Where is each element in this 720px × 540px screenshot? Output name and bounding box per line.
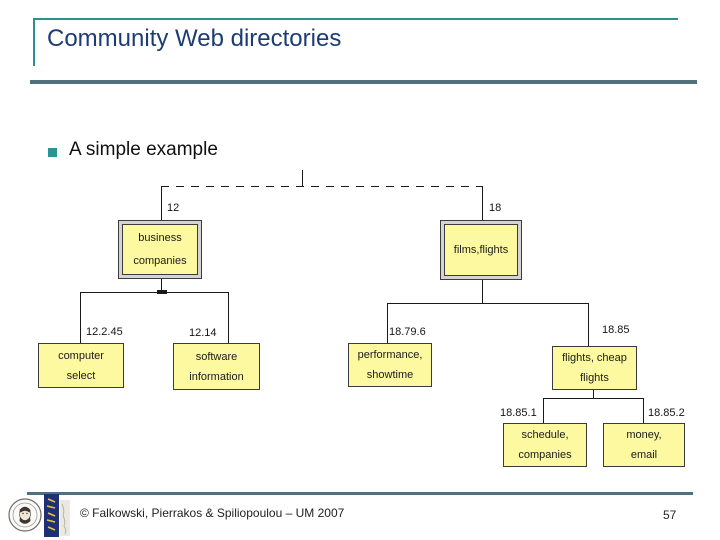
tree-node-software-information: software information xyxy=(173,343,260,390)
logo-faint-sketch xyxy=(60,500,70,536)
slide-title: Community Web directories xyxy=(47,25,342,52)
connector-root-dashed xyxy=(161,186,483,187)
node-code-18: 18 xyxy=(489,202,502,214)
tree-node-flights-cheap-flights: flights, cheap flights xyxy=(552,346,637,390)
node-text-line: select xyxy=(66,369,96,382)
connector-to-node-18-85-1 xyxy=(543,399,544,423)
node-text-line: information xyxy=(189,370,244,383)
connector-18-85-children xyxy=(543,398,644,399)
header-left-rule xyxy=(33,18,35,66)
connector-12-down xyxy=(161,277,162,293)
node-text-line: flights, cheap xyxy=(562,352,627,364)
connector-to-node-18 xyxy=(482,187,483,220)
title-underline-rule xyxy=(30,80,697,84)
node-text-line: software xyxy=(195,350,238,363)
tree-node-performance-showtime: performance, showtime xyxy=(348,343,432,387)
connector-to-node-12 xyxy=(161,187,162,220)
tree-node-schedule-companies: schedule, companies xyxy=(503,423,587,467)
tree-node-business-companies: business companies xyxy=(122,224,198,275)
node-text-line: business xyxy=(138,231,182,244)
bullet-text: A simple example xyxy=(69,139,218,160)
connector-to-node-12-14 xyxy=(228,293,229,343)
tree-node-money-email: money, email xyxy=(603,423,685,467)
connector-18-85-down xyxy=(593,388,594,399)
connector-to-node-12-2-45 xyxy=(80,293,81,343)
node-code-18-85-1: 18.85.1 xyxy=(500,407,537,419)
connector-12-children xyxy=(80,292,229,293)
node-code-18-85-2: 18.85.2 xyxy=(648,407,685,419)
university-seal-logo xyxy=(8,494,70,537)
node-code-12: 12 xyxy=(167,202,180,214)
node-code-18-85: 18.85 xyxy=(602,324,630,336)
node-text-line: schedule, xyxy=(521,429,569,441)
node-text-line: companies xyxy=(518,449,572,461)
node-text-line: films,flights xyxy=(453,243,509,256)
node-text-line: money, xyxy=(626,429,662,441)
node-text-line: companies xyxy=(133,254,187,267)
node-text-line: computer xyxy=(58,349,104,362)
connector-18-children xyxy=(387,303,589,304)
page-number: 57 xyxy=(663,508,677,522)
connector-to-node-18-79-6 xyxy=(387,304,388,343)
tree-node-films-flights: films,flights xyxy=(444,224,518,276)
node-text-line: showtime xyxy=(366,369,414,381)
connector-to-node-18-85 xyxy=(588,304,589,346)
node-text-line: email xyxy=(630,449,658,461)
footer-copyright: © Falkowski, Pierrakos & Spiliopoulou – … xyxy=(80,506,345,520)
node-code-12-2-45: 12.2.45 xyxy=(86,326,123,338)
connector-root-stub xyxy=(302,170,303,187)
header-top-rule xyxy=(33,18,678,20)
node-code-18-79-6: 18.79.6 xyxy=(389,326,426,338)
node-text-line: performance, xyxy=(357,349,423,361)
node-text-line: flights xyxy=(580,372,609,384)
square-bullet-icon xyxy=(48,148,57,157)
node-code-12-14: 12.14 xyxy=(189,327,217,339)
footer-rule xyxy=(27,492,693,495)
tree-node-computer-select: computer select xyxy=(38,343,124,388)
connector-18-down xyxy=(482,278,483,304)
connector-12-junction xyxy=(157,290,167,294)
connector-to-node-18-85-2 xyxy=(643,399,644,423)
